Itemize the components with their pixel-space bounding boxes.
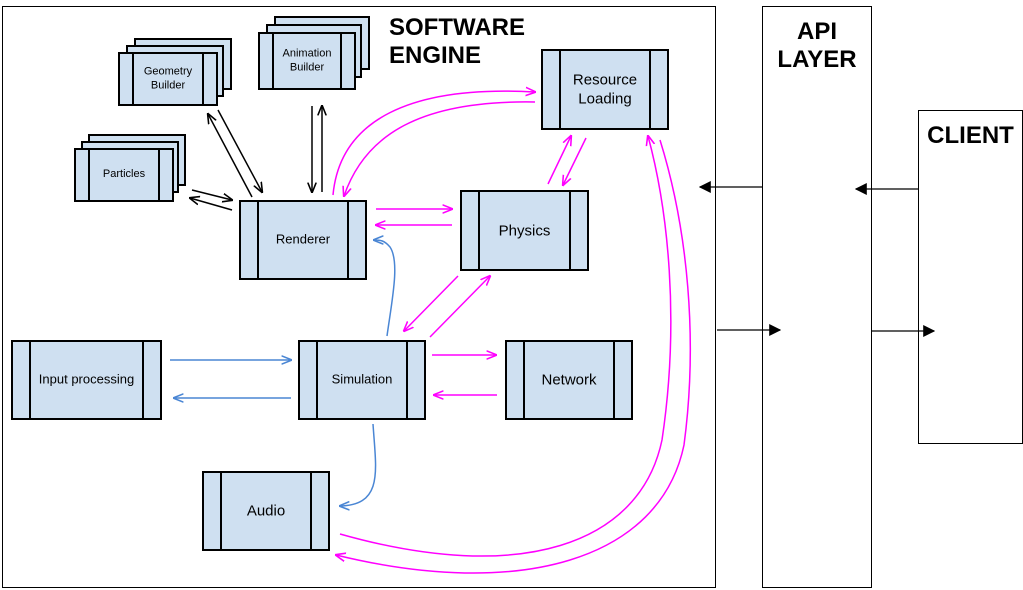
- software-engine-title: SOFTWARE ENGINE: [389, 14, 525, 69]
- link-resource-to-audio: [336, 139, 691, 574]
- input-processing-label: Input processing: [38, 371, 135, 387]
- link-simulation-to-renderer: [374, 240, 396, 337]
- animation-builder-label-line2: Builder: [289, 61, 325, 73]
- simulation-module: Simulation: [298, 340, 426, 420]
- client-title: CLIENT: [927, 122, 1014, 149]
- geometry-builder-label: Geometry Builder: [120, 65, 216, 93]
- particles-module: Particles: [74, 148, 174, 202]
- api-layer-title-line1: API: [796, 18, 837, 45]
- link-particles-to-renderer: [191, 189, 232, 200]
- software-engine-title-line2: ENGINE: [389, 41, 482, 69]
- link-physics-to-resource: [547, 136, 571, 185]
- link-geometry-to-renderer: [217, 109, 262, 192]
- renderer-module: Renderer: [239, 200, 367, 280]
- link-audio-to-resource: [339, 136, 672, 557]
- geometry-builder-label-line2: Builder: [150, 79, 186, 91]
- resource-loading-module: Resource Loading: [541, 49, 669, 130]
- link-renderer-to-particles: [190, 198, 233, 211]
- input-processing-module: Input processing: [11, 340, 162, 420]
- network-module: Network: [505, 340, 633, 420]
- api-layer-panel: [762, 6, 872, 588]
- api-layer-title: API LAYER: [762, 18, 872, 73]
- geometry-builder-module: Geometry Builder: [118, 52, 218, 106]
- link-simulation-to-audio: [340, 423, 377, 506]
- audio-module: Audio: [202, 471, 330, 551]
- link-renderer-to-resource: [332, 91, 535, 196]
- link-renderer-to-geometry: [208, 114, 253, 198]
- resource-loading-label-line1: Resource: [572, 71, 638, 88]
- physics-module: Physics: [460, 190, 589, 271]
- link-resource-to-renderer: [344, 101, 536, 196]
- audio-label: Audio: [246, 502, 286, 520]
- api-layer-title-line2: LAYER: [777, 45, 857, 73]
- client-panel: [918, 110, 1023, 444]
- animation-builder-module: Animation Builder: [258, 32, 356, 90]
- link-resource-to-physics: [563, 137, 587, 185]
- simulation-label: Simulation: [331, 371, 393, 387]
- resource-loading-label: Resource Loading: [543, 70, 667, 109]
- renderer-label: Renderer: [275, 231, 331, 247]
- link-physics-to-simulation: [404, 275, 459, 331]
- particles-label: Particles: [102, 168, 146, 181]
- geometry-builder-label-line1: Geometry: [143, 65, 193, 78]
- physics-label: Physics: [498, 221, 551, 239]
- animation-builder-label: Animation Builder: [260, 47, 354, 75]
- network-label: Network: [541, 371, 597, 389]
- software-engine-title-line1: SOFTWARE: [389, 14, 525, 41]
- animation-builder-label-line1: Animation: [282, 47, 332, 60]
- resource-loading-label-line2: Loading: [578, 90, 632, 108]
- link-simulation-to-physics: [429, 276, 490, 338]
